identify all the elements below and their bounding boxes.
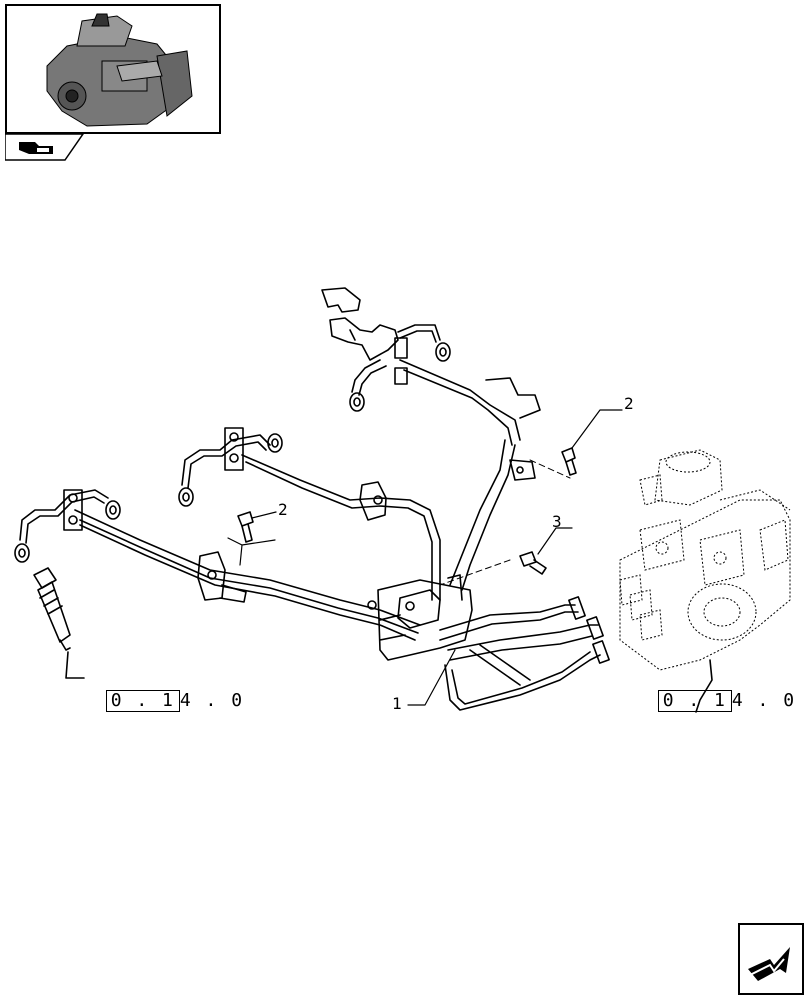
next-page-arrow-icon — [748, 947, 790, 981]
section-ref-rest: 4 . 0 — [179, 690, 245, 711]
callout-1: 1 — [392, 694, 402, 713]
injector — [33, 567, 71, 651]
callout-2-upper: 2 — [624, 394, 634, 413]
middle-pipes — [181, 427, 441, 601]
lower-pipes — [19, 489, 421, 641]
section-ref-boxed: 0 . 1 — [105, 690, 180, 712]
upper-pipes — [351, 324, 541, 446]
injection-pump — [619, 449, 791, 671]
engine-thumbnail — [5, 4, 221, 134]
next-page-button[interactable] — [738, 923, 804, 995]
bolt-2-lower — [237, 511, 254, 543]
upper-pipe-fittings — [349, 342, 451, 412]
alignment-lines — [439, 459, 571, 586]
pump-pipe-fittings — [568, 596, 610, 664]
injector-leader — [65, 651, 85, 679]
bolt-2-upper — [561, 447, 577, 476]
upper-bracket — [321, 287, 399, 361]
engine-thumbnail-icon — [46, 13, 193, 127]
hand-arrow-icon — [19, 142, 53, 154]
pump-pipes — [439, 604, 601, 711]
bolt-3 — [519, 551, 547, 575]
thumbnail-tab — [5, 134, 84, 161]
lower-pipe-fittings — [14, 500, 121, 563]
section-ref-boxed: 0 . 1 — [657, 690, 732, 712]
central-bracket — [449, 439, 536, 591]
callout-3: 3 — [552, 512, 562, 531]
section-ref-rest: 4 . 0 — [731, 690, 797, 711]
middle-pipe-fittings — [178, 433, 283, 507]
callout-2-lower: 2 — [278, 500, 288, 519]
leader-lines — [227, 409, 623, 706]
clamp-block — [367, 574, 473, 661]
